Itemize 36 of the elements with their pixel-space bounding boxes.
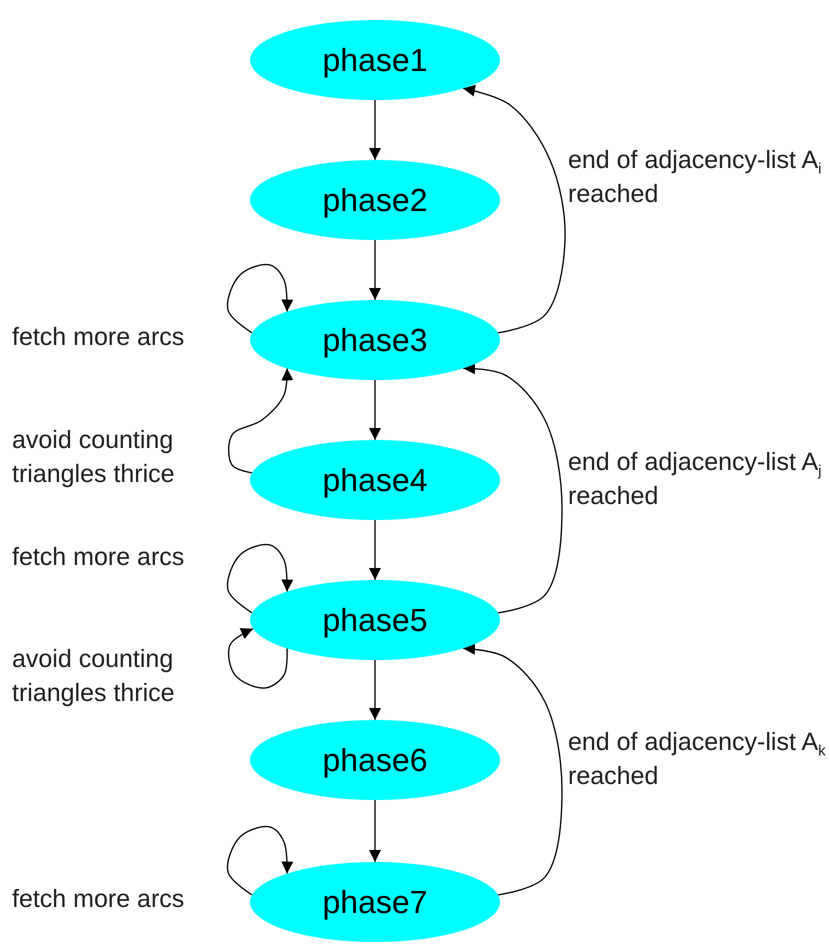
arrow: [369, 100, 381, 160]
edge-label: fetch more arcs: [12, 884, 186, 915]
arrow: [369, 380, 381, 440]
arrow: [462, 84, 566, 334]
edge-label: end of adjacency-list A$_{j}$ reached: [568, 447, 822, 512]
loop-arrow: [226, 826, 294, 896]
phase-ellipse: [250, 580, 500, 660]
edge-label: fetch more arcs: [12, 542, 186, 573]
arrow: [463, 362, 563, 614]
phase-label: phase5: [322, 602, 428, 638]
arrow: [369, 660, 381, 720]
loop-arrow: [226, 544, 294, 614]
edge-label: avoid counting triangles thrice: [12, 425, 176, 490]
arrow: [462, 643, 563, 896]
phase-label: phase3: [322, 322, 428, 358]
phase-label: phase4: [322, 462, 428, 498]
arrow: [369, 800, 381, 862]
phase-label: phase2: [322, 182, 428, 218]
arrow: [369, 520, 381, 580]
phase-ellipse: [250, 160, 500, 240]
phase-ellipse: [250, 300, 500, 380]
phase-ellipse: [250, 20, 500, 100]
loop-arrow: [226, 264, 294, 334]
phase-label: phase7: [322, 884, 428, 920]
loop-arrow: [228, 628, 288, 689]
phase-label: phase6: [322, 742, 428, 778]
edge-label: end of adjacency-list A$_{k}$ reached: [568, 727, 827, 792]
edge-label: end of adjacency-list A$_{i}$ reached: [568, 145, 822, 210]
phase-ellipse: [250, 440, 500, 520]
phase-ellipse: [250, 720, 500, 800]
phase-ellipse: [250, 862, 500, 942]
edge-label: avoid counting triangles thrice: [12, 644, 176, 709]
edge-label: fetch more arcs: [12, 322, 186, 353]
arrow: [228, 368, 294, 474]
phase-label: phase1: [322, 42, 428, 78]
arrow: [369, 240, 381, 300]
